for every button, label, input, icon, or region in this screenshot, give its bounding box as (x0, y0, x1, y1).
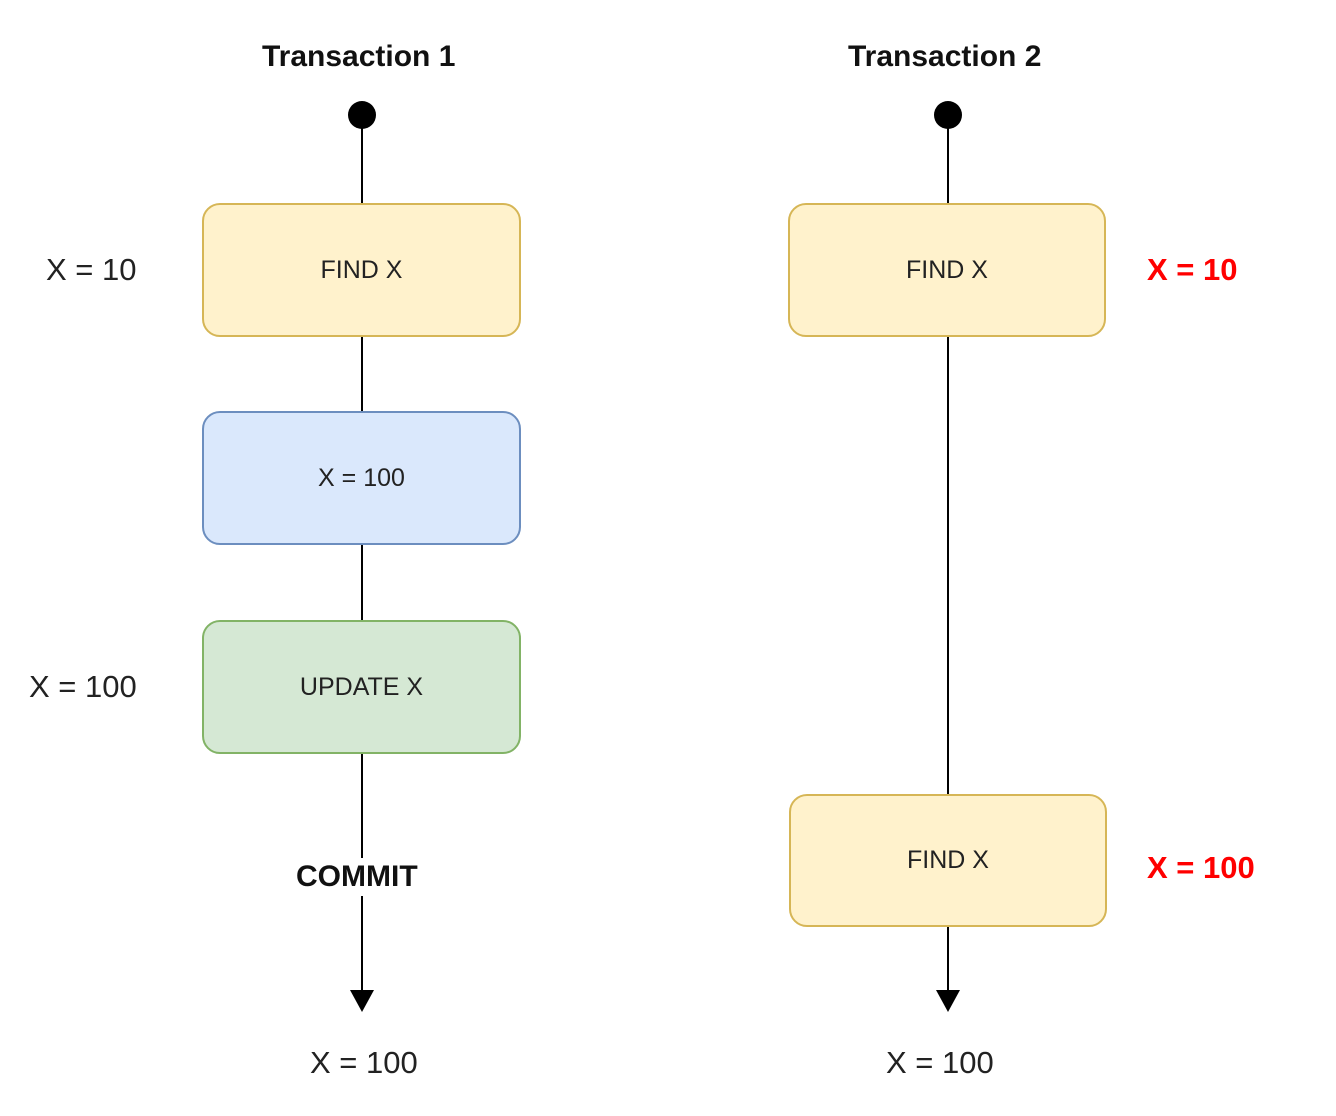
t1-step-assign: X = 100 (202, 411, 521, 545)
t2-step-find-x-first: FIND X (788, 203, 1106, 337)
t1-final-value: X = 100 (310, 1045, 418, 1080)
t1-step-update-x: UPDATE X (202, 620, 521, 754)
t2-step-find-x-first-label: FIND X (906, 255, 988, 284)
t2-final-value: X = 100 (886, 1045, 994, 1080)
t2-side-note-second-read: X = 100 (1147, 850, 1255, 885)
t2-step-find-x-second-label: FIND X (907, 846, 989, 874)
t2-step-find-x-second: FIND X (789, 794, 1107, 927)
t1-commit-label: COMMIT (294, 858, 420, 896)
t1-end-arrow (350, 990, 374, 1012)
t2-title: Transaction 2 (848, 40, 1042, 73)
t1-title: Transaction 1 (262, 40, 456, 73)
t1-side-note-update: X = 100 (29, 669, 137, 704)
t2-side-note-first-read: X = 10 (1147, 252, 1238, 287)
t1-step-update-x-label: UPDATE X (299, 672, 424, 701)
t1-step-find-x-label: FIND X (320, 255, 403, 284)
t1-step-find-x: FIND X (202, 203, 521, 337)
t1-side-note-find: X = 10 (46, 252, 137, 287)
t2-end-arrow (936, 990, 960, 1012)
t1-step-assign-label: X = 100 (318, 463, 405, 492)
